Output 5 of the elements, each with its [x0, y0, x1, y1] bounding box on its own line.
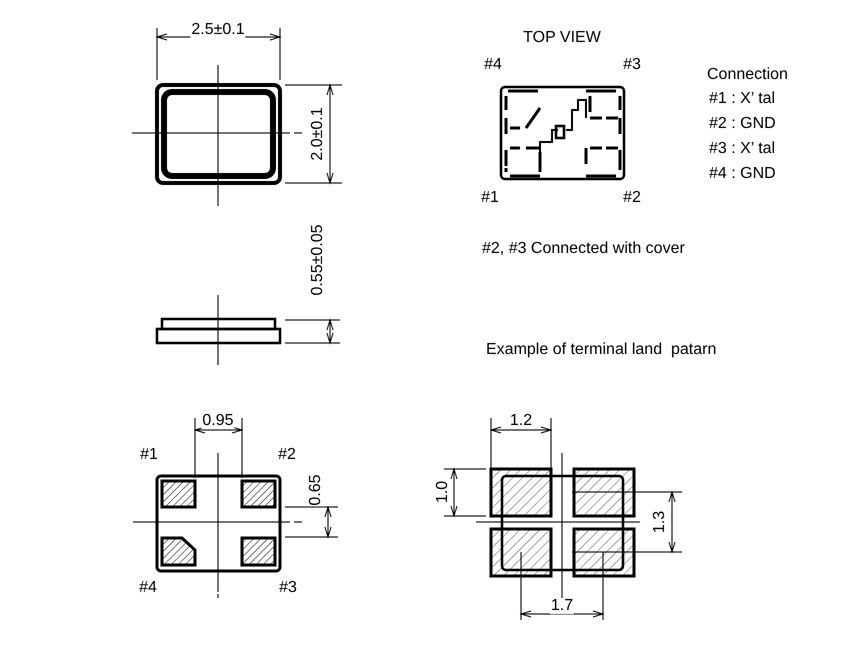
- dimension-value: 0.95: [201, 413, 235, 429]
- dimension-value: 2.5±0.1: [190, 22, 246, 38]
- note-text: #2, #3 Connected with cover: [481, 241, 686, 257]
- note-text: Example of terminal land patarn: [485, 342, 718, 358]
- dimension-value: 1.7: [550, 598, 574, 614]
